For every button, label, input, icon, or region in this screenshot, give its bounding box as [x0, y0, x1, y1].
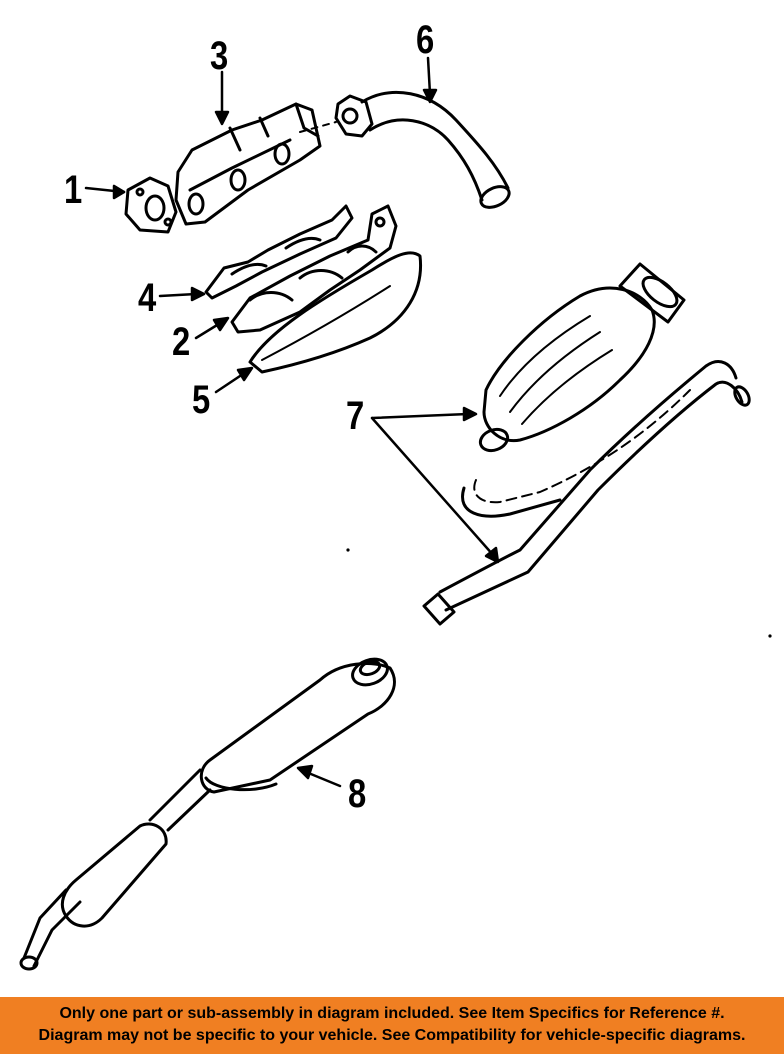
notice-banner: Only one part or sub-assembly in diagram… — [0, 997, 784, 1054]
callout-6: 6 — [416, 18, 435, 62]
part-6-front-pipe — [299, 90, 511, 209]
exhaust-system-diagram — [19, 56, 772, 971]
callout-7: 7 — [346, 394, 365, 438]
notice-line-1: Only one part or sub-assembly in diagram… — [59, 1005, 725, 1022]
part-4-manifold-gasket — [204, 204, 354, 300]
part-7-catalytic-converter — [461, 262, 691, 518]
notice-line-2: Diagram may not be specific to your vehi… — [38, 1027, 746, 1044]
callout-2: 2 — [172, 320, 191, 364]
callout-3: 3 — [210, 34, 229, 78]
part-5-heat-shield-lower — [248, 251, 423, 374]
specks — [346, 548, 772, 638]
callout-5: 5 — [192, 378, 211, 422]
part-2-exhaust-manifold — [230, 204, 398, 334]
callout-1: 1 — [64, 168, 83, 212]
callout-8: 8 — [348, 772, 367, 816]
leader-lines — [84, 56, 500, 788]
part-3-heat-shield-upper — [174, 102, 322, 226]
part-7-intermediate-pipe — [422, 360, 751, 626]
callout-4: 4 — [138, 276, 157, 320]
part-8-muffler-assembly — [19, 657, 396, 971]
part-1-flange-gasket — [124, 176, 178, 234]
